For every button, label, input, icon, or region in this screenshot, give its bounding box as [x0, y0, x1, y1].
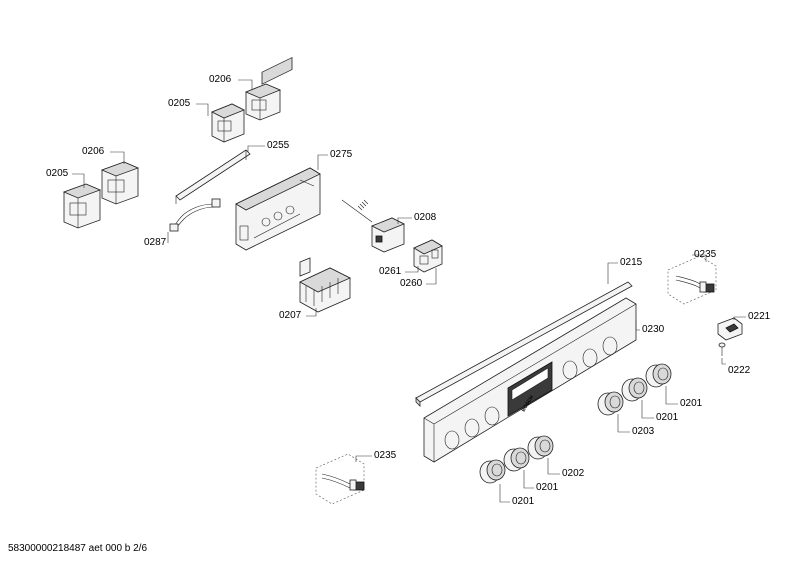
label-0205-lower: 0205	[46, 168, 69, 179]
relay-module-top-front	[211, 103, 245, 143]
label-0255: 0255	[267, 140, 290, 151]
control-panel-fascia	[423, 297, 637, 463]
label-0201-right-3: 0201	[680, 398, 703, 409]
relay-module-lower-front	[62, 183, 102, 229]
relay-module-top-back	[244, 83, 282, 121]
label-0203: 0203	[632, 426, 655, 437]
knob-right-3	[645, 363, 672, 388]
leader-lines	[72, 79, 746, 503]
label-0222: 0222	[728, 365, 751, 376]
mounting-bracket	[175, 149, 251, 204]
knob-lower-1	[479, 459, 506, 484]
label-0275: 0275	[330, 149, 353, 160]
label-0201-lower-2: 0201	[536, 482, 559, 493]
label-0201-lower-1: 0201	[512, 496, 535, 507]
label-0207: 0207	[279, 310, 302, 321]
label-0221: 0221	[748, 311, 771, 322]
label-0287: 0287	[144, 237, 167, 248]
label-0261: 0261	[379, 266, 402, 277]
thermostat-bracket	[413, 239, 443, 273]
control-module	[235, 56, 321, 251]
label-0206-top: 0206	[209, 74, 232, 85]
label-0205-top: 0205	[168, 98, 191, 109]
document-footer: 58300000218487 aet 000 b 2/6	[8, 543, 148, 554]
label-0201-right-2: 0201	[656, 412, 679, 423]
label-0230: 0230	[642, 324, 665, 335]
control-panel-trim-strip	[415, 281, 633, 407]
label-0215: 0215	[620, 257, 643, 268]
label-0208: 0208	[414, 212, 437, 223]
label-0202: 0202	[562, 468, 585, 479]
relay-module-lower-back	[100, 161, 140, 205]
knob-right-2	[621, 377, 648, 402]
label-0235-upper: 0235	[694, 249, 717, 260]
knob-lower-3	[527, 435, 554, 460]
screw	[718, 342, 726, 356]
thermostat	[341, 199, 405, 253]
knob-right-1	[597, 391, 624, 416]
lamp-holder	[717, 317, 743, 341]
terminal-block	[299, 257, 351, 313]
pilot-lamp-lower	[315, 453, 365, 505]
label-0235-lower: 0235	[374, 450, 397, 461]
label-0206-lower: 0206	[82, 146, 105, 157]
label-0260: 0260	[400, 278, 423, 289]
cable-harness	[169, 198, 221, 232]
pilot-lamp-upper	[667, 255, 717, 305]
knob-lower-2	[503, 447, 530, 472]
